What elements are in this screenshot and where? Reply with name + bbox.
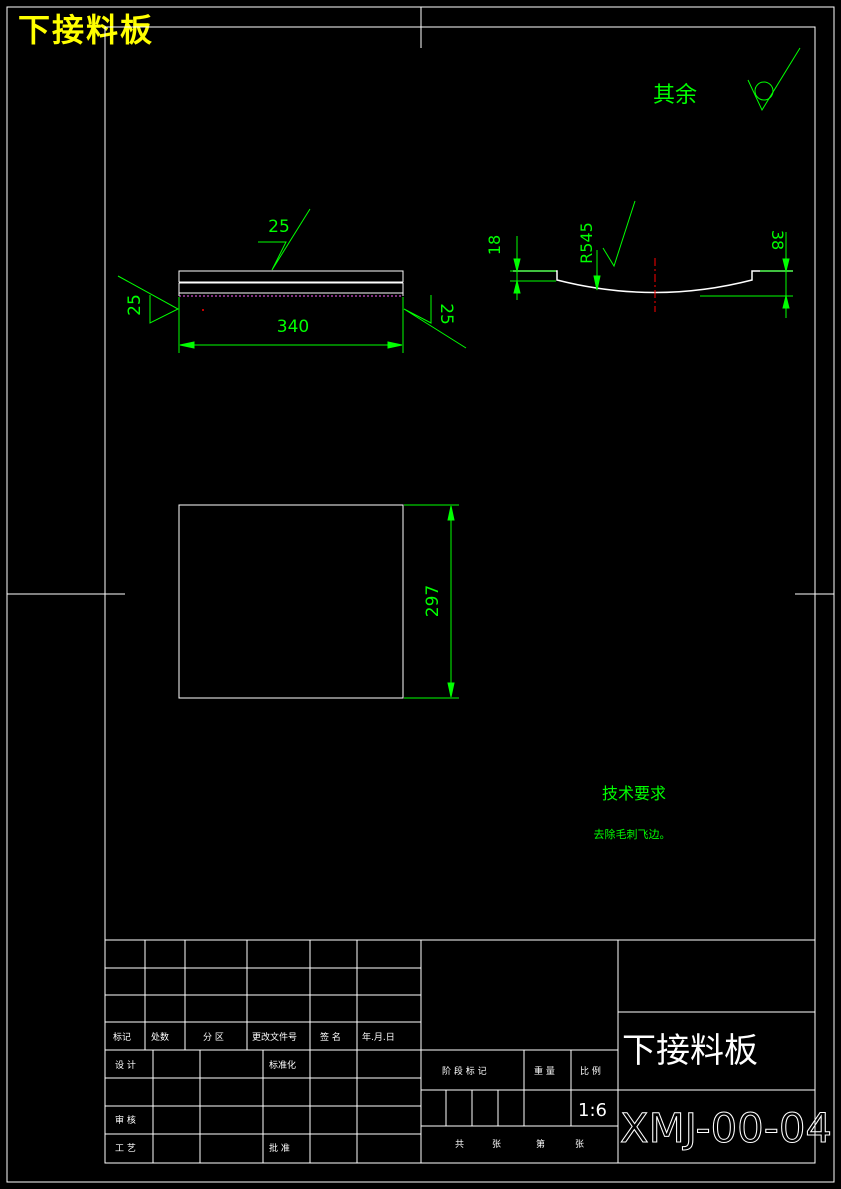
plan-height-dimension-text: 297	[423, 585, 443, 617]
label-change-doc: 更改文件号	[252, 1031, 297, 1043]
radius-dimension-text: R545	[577, 222, 596, 264]
surface-finish-label: 其余	[653, 83, 697, 108]
title-block	[104, 939, 816, 1164]
part-name: 下接料板	[622, 1031, 758, 1071]
label-approve: 批 准	[269, 1142, 290, 1154]
label-review: 审 核	[115, 1114, 136, 1126]
right-height-dimension-text: 38	[768, 230, 787, 250]
plan-view: 297	[178, 504, 459, 699]
top-roughness-value: 25	[268, 217, 290, 237]
front-view: 25 25 25 340	[117, 208, 467, 353]
label-mark: 标记	[113, 1031, 131, 1043]
label-date: 年.月.日	[362, 1031, 395, 1043]
tech-requirements-title: 技术要求	[602, 784, 666, 803]
label-signature: 签 名	[320, 1031, 341, 1043]
scale-value: 1:6	[578, 1100, 607, 1121]
surface-finish-symbol-icon	[747, 47, 801, 112]
drawing-number: XMJ-00-04	[620, 1106, 832, 1152]
label-standardization: 标准化	[269, 1059, 296, 1071]
label-sheet-unit-1: 张	[492, 1139, 501, 1150]
label-zone: 分 区	[203, 1032, 224, 1043]
width-dimension	[178, 297, 404, 353]
label-weight: 重 量	[534, 1065, 555, 1077]
width-dimension-text: 340	[277, 317, 309, 337]
left-roughness-value: 25	[125, 294, 145, 316]
roughness-symbol-right-icon	[403, 295, 467, 349]
roughness-symbol-top-icon	[258, 208, 311, 271]
label-sheets-total: 共	[455, 1139, 464, 1150]
radius-leader-icon	[593, 200, 636, 291]
label-sheet-no: 第	[536, 1138, 545, 1150]
label-design: 设 计	[115, 1059, 136, 1071]
label-stage-mark: 阶 段 标 记	[442, 1065, 487, 1077]
plan-height-dimension	[404, 504, 459, 699]
side-view: R545 18 38	[485, 200, 793, 318]
left-height-dimension	[510, 236, 556, 300]
drawing-title: 下接料板	[18, 11, 155, 49]
left-height-dimension-text: 18	[485, 235, 504, 255]
title-block-labels: 标记 处数 分 区 更改文件号 签 名 年.月.日 设 计 标准化 审 核 工 …	[113, 1031, 601, 1154]
label-process: 工 艺	[115, 1143, 136, 1154]
label-sheet-unit-2: 张	[575, 1139, 584, 1150]
right-roughness-value: 25	[436, 303, 456, 325]
label-scale: 比 例	[580, 1065, 601, 1077]
label-count: 处数	[151, 1031, 169, 1043]
tech-requirements-line: 去除毛刺飞边。	[594, 827, 671, 841]
right-height-dimension	[700, 232, 793, 318]
roughness-symbol-left-icon	[117, 275, 180, 324]
